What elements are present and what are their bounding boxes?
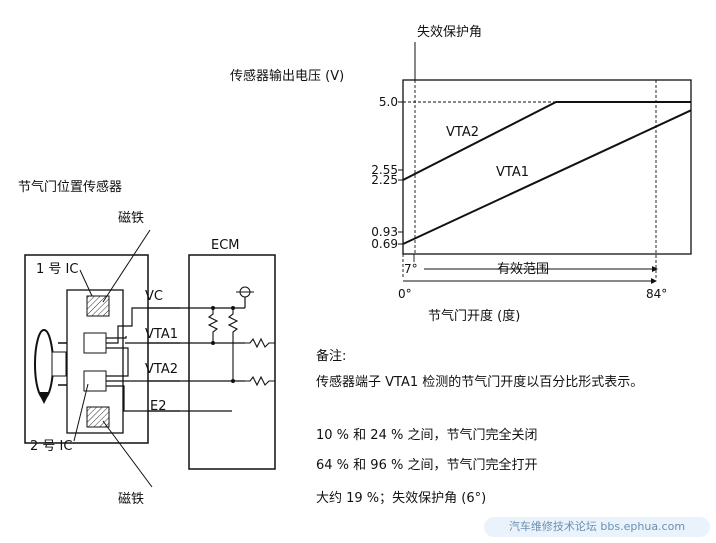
pin-vta1-label: VTA1 [145,327,178,342]
throttle-shaft [51,351,67,377]
magnet-bottom-label: 磁铁 [118,492,144,507]
resistor-vta2 [227,308,239,381]
ic2-leader [73,383,89,442]
pin-vc-label: VC [145,289,163,304]
x-mark-7: 7° [404,262,418,276]
ic1-chip [83,332,107,354]
resistor-vta1 [207,308,219,343]
series-line-vta1 [402,109,692,245]
ic-enclosure [66,289,124,434]
watermark: 汽车维修技术论坛 bbs.ephua.com [484,517,710,537]
ecm-label: ECM [211,238,240,253]
ic1-label: 1 号 IC [36,262,78,277]
series-line-vta2 [402,101,691,181]
notes-line-4: 大约 19 %；失效保护角 (6°) [316,491,487,506]
notes-line-3: 64 % 和 96 % 之间，节气门完全打开 [316,458,538,473]
ic2-label: 2 号 IC [30,439,72,454]
y-tick-label: 2.55 [371,163,398,177]
pin-e2-label: E2 [150,399,167,414]
y-tick-group: 5.0 2.552.25 0.930.69 [371,95,556,251]
plot-frame [402,79,692,255]
ic1-leader [79,269,93,297]
y-tick-label: 2.25 [371,173,398,187]
range-label: 有效范围 [497,262,549,277]
series-label-vta2: VTA2 [446,125,479,140]
ecm-box [188,254,276,470]
notes-line-1: 传感器端子 VTA1 检测的节气门开度以百分比形式表示。 [316,375,644,390]
series-label-vta1: VTA1 [496,165,529,180]
pin-vta2-label: VTA2 [145,362,178,377]
magnet-top-label: 磁铁 [118,211,144,226]
y-tick-label: 5.0 [379,95,398,109]
x-mark-0: 0° [398,287,412,301]
y-tick-label: 0.69 [371,237,398,251]
notes-heading: 备注: [316,349,347,364]
rotation-arrow [34,329,54,399]
chart-xlabel: 节气门开度 (度) [428,308,520,324]
sensor-housing [24,254,149,444]
fail-safe-label: 失效保护角 [417,25,482,40]
magnet-top [86,295,110,317]
chart-ylabel: 传感器输出电压 (V) [230,68,344,84]
x-mark-84: 84° [646,287,667,301]
notes-line-2: 10 % 和 24 % 之间，节气门完全关闭 [316,428,538,443]
magnet-top-leader [102,229,151,303]
y-tick-label: 0.93 [371,225,398,239]
sensor-title: 节气门位置传感器 [18,179,122,195]
rotation-arrowhead [38,392,50,404]
magnet-bottom-leader [102,420,153,488]
